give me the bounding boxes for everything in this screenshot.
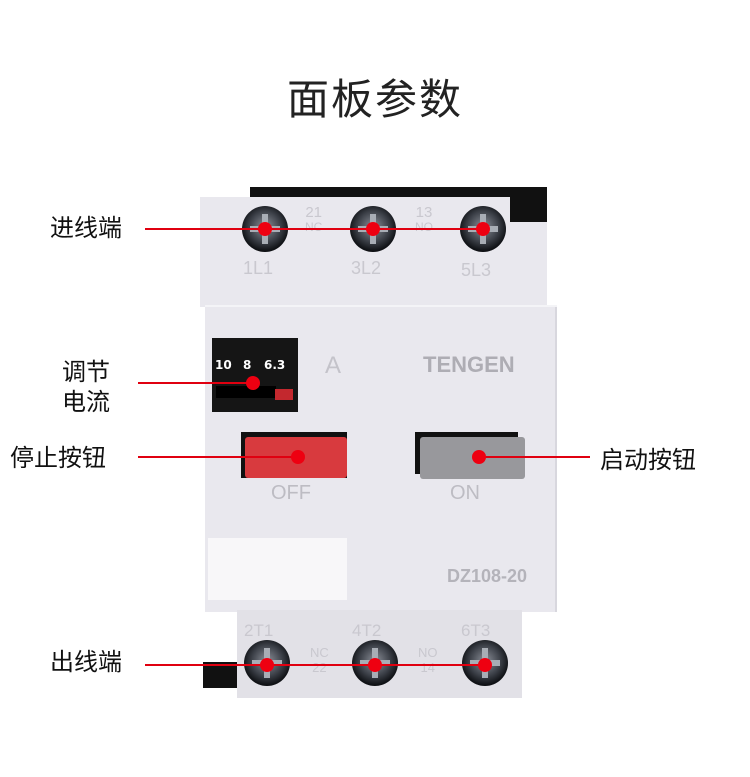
dial-value: 10 [215,358,232,372]
callout-line [479,456,590,458]
callout-adjust-current: 调节电流 [62,358,110,416]
page-title: 面板参数 [286,75,463,124]
dial-value: 6.3 [264,358,286,372]
unit-label: A [325,352,342,379]
aux-type: NO [415,220,433,234]
callout-start-button: 启动按钮 [600,446,696,474]
dial-slider[interactable] [275,389,293,400]
marker-dot [366,222,380,236]
terminal-label: 5L3 [461,260,492,280]
callout-stop-button: 停止按钮 [10,444,106,472]
aux-type: NO [418,645,438,660]
marker-dot [476,222,490,236]
on-label: ON [450,482,480,504]
marker-dot [291,450,305,464]
model-label: DZ108-20 [447,566,528,586]
aux-type: NC [310,645,329,660]
terminal-label: 2T1 [244,621,274,640]
callout-line [145,228,483,230]
callout-line [138,382,253,384]
aux-number: 13 [415,204,433,221]
blank-label-plate [208,538,347,600]
callout-output-terminal: 出线端 [50,648,122,676]
aux-number: 22 [312,660,327,675]
marker-dot [258,222,272,236]
callout-line [145,664,485,666]
aux-number: 14 [420,660,435,675]
aux-type: NC [305,220,323,234]
callout-input-terminal: 进线端 [50,214,122,242]
callout-line [138,456,298,458]
off-label: OFF [271,482,311,504]
current-dial-window[interactable]: 10 8 6.3 [212,338,298,412]
top-right-notch [505,187,547,227]
marker-dot [368,658,382,672]
marker-dot [246,376,260,390]
marker-dot [472,450,486,464]
marker-dot [478,658,492,672]
terminal-label: 1L1 [243,258,274,278]
aux-number: 21 [305,204,323,221]
marker-dot [260,658,274,672]
terminal-label: 3L2 [351,258,382,278]
terminal-label: 4T2 [352,621,382,640]
terminal-label: 6T3 [461,621,491,640]
dial-value: 8 [243,358,252,372]
brand-logo: TENGEN [423,352,515,377]
